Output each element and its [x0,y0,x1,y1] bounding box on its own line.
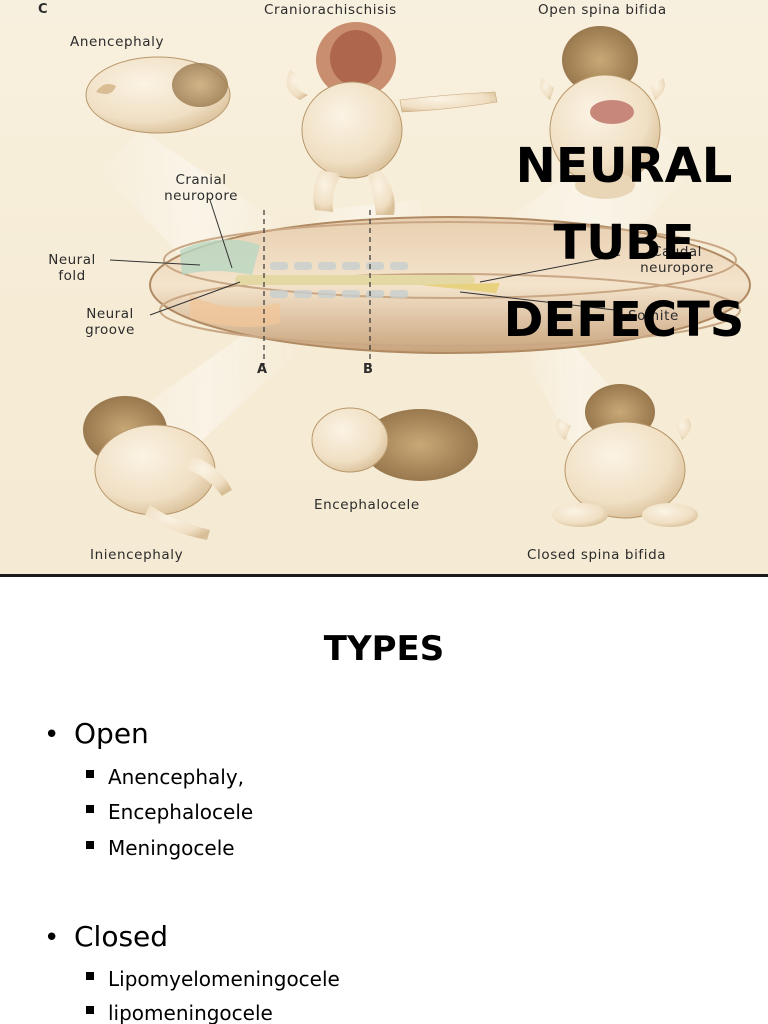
title-line-2: TUBE [553,215,695,271]
types-slide: TYPES • Open Anencephaly, Encephalocele M… [0,577,768,1024]
label-anencephaly: Anencephaly [70,34,165,50]
embryo-figure [109,199,751,365]
panel-letter: C [38,2,49,17]
slide-divider [0,574,768,577]
bullet-open-label: Open [74,717,149,750]
bullet-open: • Open [44,717,149,750]
label-iniencephaly: Iniencephaly [90,547,184,563]
anencephaly-figure [85,56,231,134]
label-caudal-neuropore: Caudal neuropore [640,244,714,276]
label-somite: Somite [628,308,679,324]
sub-bullet-label: Encephalocele [108,800,254,824]
label-cranial-neuropore: Cranial neuropore [164,172,238,204]
square-bullet-icon [86,1006,94,1014]
open-spina-bifida-figure [540,26,665,199]
label-craniorachischisis: Craniorachischisis [264,2,397,18]
sub-bullet-label: Lipomyelomeningocele [108,967,340,991]
title-slide: C Anencephaly Craniorachischisis Open sp… [0,0,768,576]
sub-bullet: Anencephaly, [86,765,244,789]
label-closed-spina-bifida: Closed spina bifida [527,547,667,563]
sub-bullet: lipomeningocele [86,1001,273,1024]
label-section-b: B [363,362,374,377]
title-line-1: NEURAL [515,138,733,194]
slide-title: NEURAL TUBE DEFECTS [480,128,768,359]
neural-tube-illustration [83,22,751,540]
square-bullet-icon [86,841,94,849]
closed-spina-bifida-figure [552,384,698,527]
sub-bullet: Meningocele [86,836,235,860]
sub-bullet-label: Anencephaly, [108,765,245,789]
iniencephaly-figure [83,396,232,540]
square-bullet-icon [86,770,94,778]
bullet-dot-icon: • [44,923,60,953]
label-neural-groove: Neural groove [85,306,135,338]
square-bullet-icon [86,805,94,813]
label-section-a: A [257,362,268,377]
encephalocele-figure [311,407,478,481]
bullet-closed: • Closed [44,920,168,953]
sub-bullet: Encephalocele [86,800,253,824]
sub-bullet: Lipomyelomeningocele [86,967,340,991]
label-neural-fold: Neural fold [48,252,96,284]
bullet-closed-label: Closed [74,920,169,953]
sub-bullet-label: Meningocele [108,836,235,860]
label-open-spina-bifida: Open spina bifida [538,2,667,18]
craniorachischisis-figure [286,22,498,215]
sub-bullet-label: lipomeningocele [108,1001,273,1024]
bullet-dot-icon: • [44,720,60,750]
types-title: TYPES [323,629,445,669]
square-bullet-icon [86,972,94,980]
title-line-3: DEFECTS [503,292,745,348]
label-encephalocele: Encephalocele [314,497,420,513]
